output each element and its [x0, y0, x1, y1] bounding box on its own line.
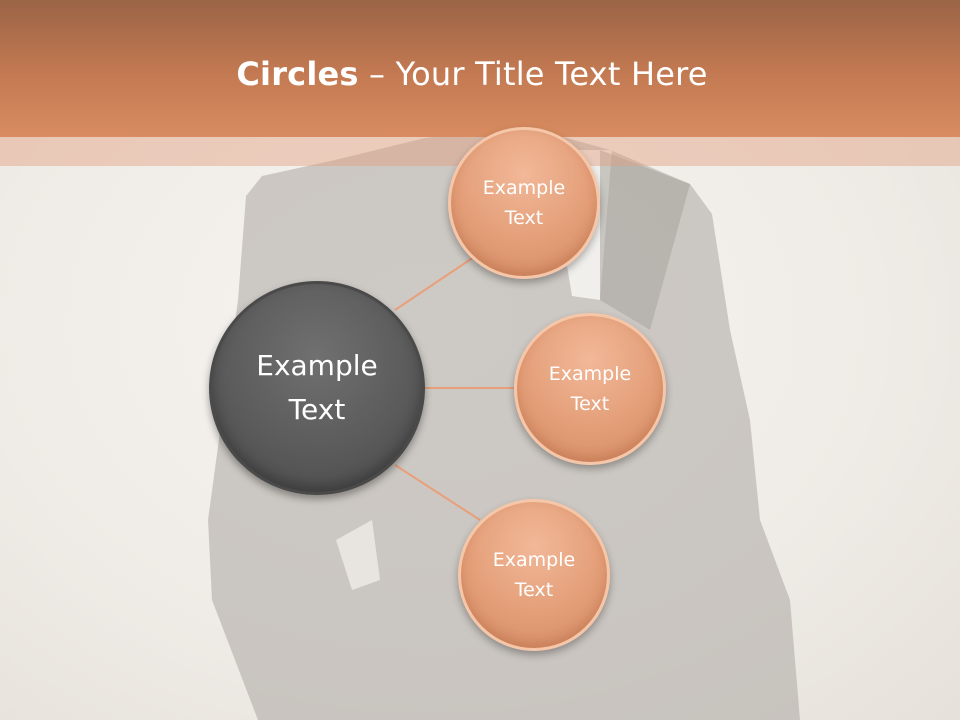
- node-circle-label: Example Text: [548, 363, 632, 415]
- slide-title: Circles – Your Title Text Here: [0, 55, 944, 93]
- hub-circle-label: Example Text: [256, 349, 378, 426]
- title-bold-part: Circles: [236, 55, 359, 93]
- node-circle-middle: Example Text: [514, 313, 666, 465]
- connector-line-bottom: [394, 464, 481, 521]
- title-bar: [0, 0, 960, 137]
- jacket-lapel: [600, 150, 690, 330]
- node-circle-bottom: Example Text: [458, 499, 610, 651]
- node-circle-top: Example Text: [448, 127, 600, 279]
- connector-line-top: [394, 254, 478, 311]
- node-circle-label: Example Text: [482, 177, 566, 229]
- hub-circle: Example Text: [209, 281, 425, 495]
- node-circle-label: Example Text: [492, 549, 576, 601]
- title-text-part: – Your Title Text Here: [358, 55, 708, 93]
- hand-shadow: [336, 520, 380, 590]
